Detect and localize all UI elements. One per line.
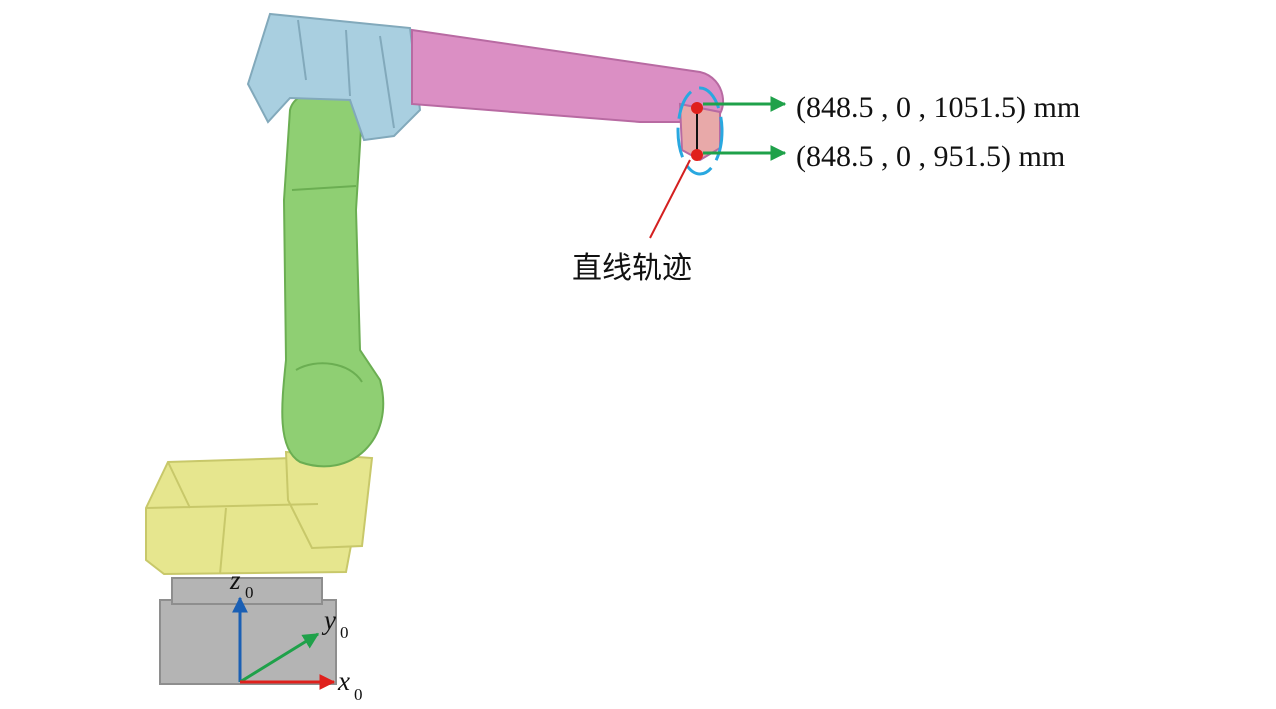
turret-detail: [145, 461, 319, 575]
robot-turret: [145, 450, 374, 576]
shoulder-detail: [297, 19, 395, 129]
base-lower-block: [159, 599, 337, 685]
shoulder-body: [246, 12, 422, 142]
lower-arm-detail: [291, 185, 363, 383]
lower-arm-body: [281, 89, 385, 468]
trajectory-marks: [676, 86, 724, 176]
base-coordinate-frame: z 0 y 0 x 0: [229, 565, 363, 704]
y-axis-label: y: [321, 605, 336, 635]
y-axis-subscript: 0: [340, 623, 349, 642]
lower-point: [691, 149, 703, 161]
lower-point-label: (848.5 , 0 , 951.5) mm: [796, 140, 1065, 173]
x-axis-subscript: 0: [354, 685, 363, 704]
trajectory-caption: 直线轨迹: [572, 251, 692, 286]
y-axis: [239, 632, 320, 684]
robot-shoulder: [246, 12, 422, 142]
upper-point-label: (848.5 , 0 , 1051.5) mm: [796, 91, 1080, 124]
upper-point: [691, 102, 703, 114]
x-axis-label: x: [337, 666, 350, 696]
forearm-body: [411, 28, 725, 123]
trajectory-ellipse: [676, 86, 724, 176]
robot-lower-arm: [281, 89, 385, 468]
trajectory-pointer: [649, 159, 691, 239]
z-axis-label: z: [229, 565, 241, 595]
robot-forearm: [411, 28, 725, 123]
z-axis-subscript: 0: [245, 583, 254, 602]
